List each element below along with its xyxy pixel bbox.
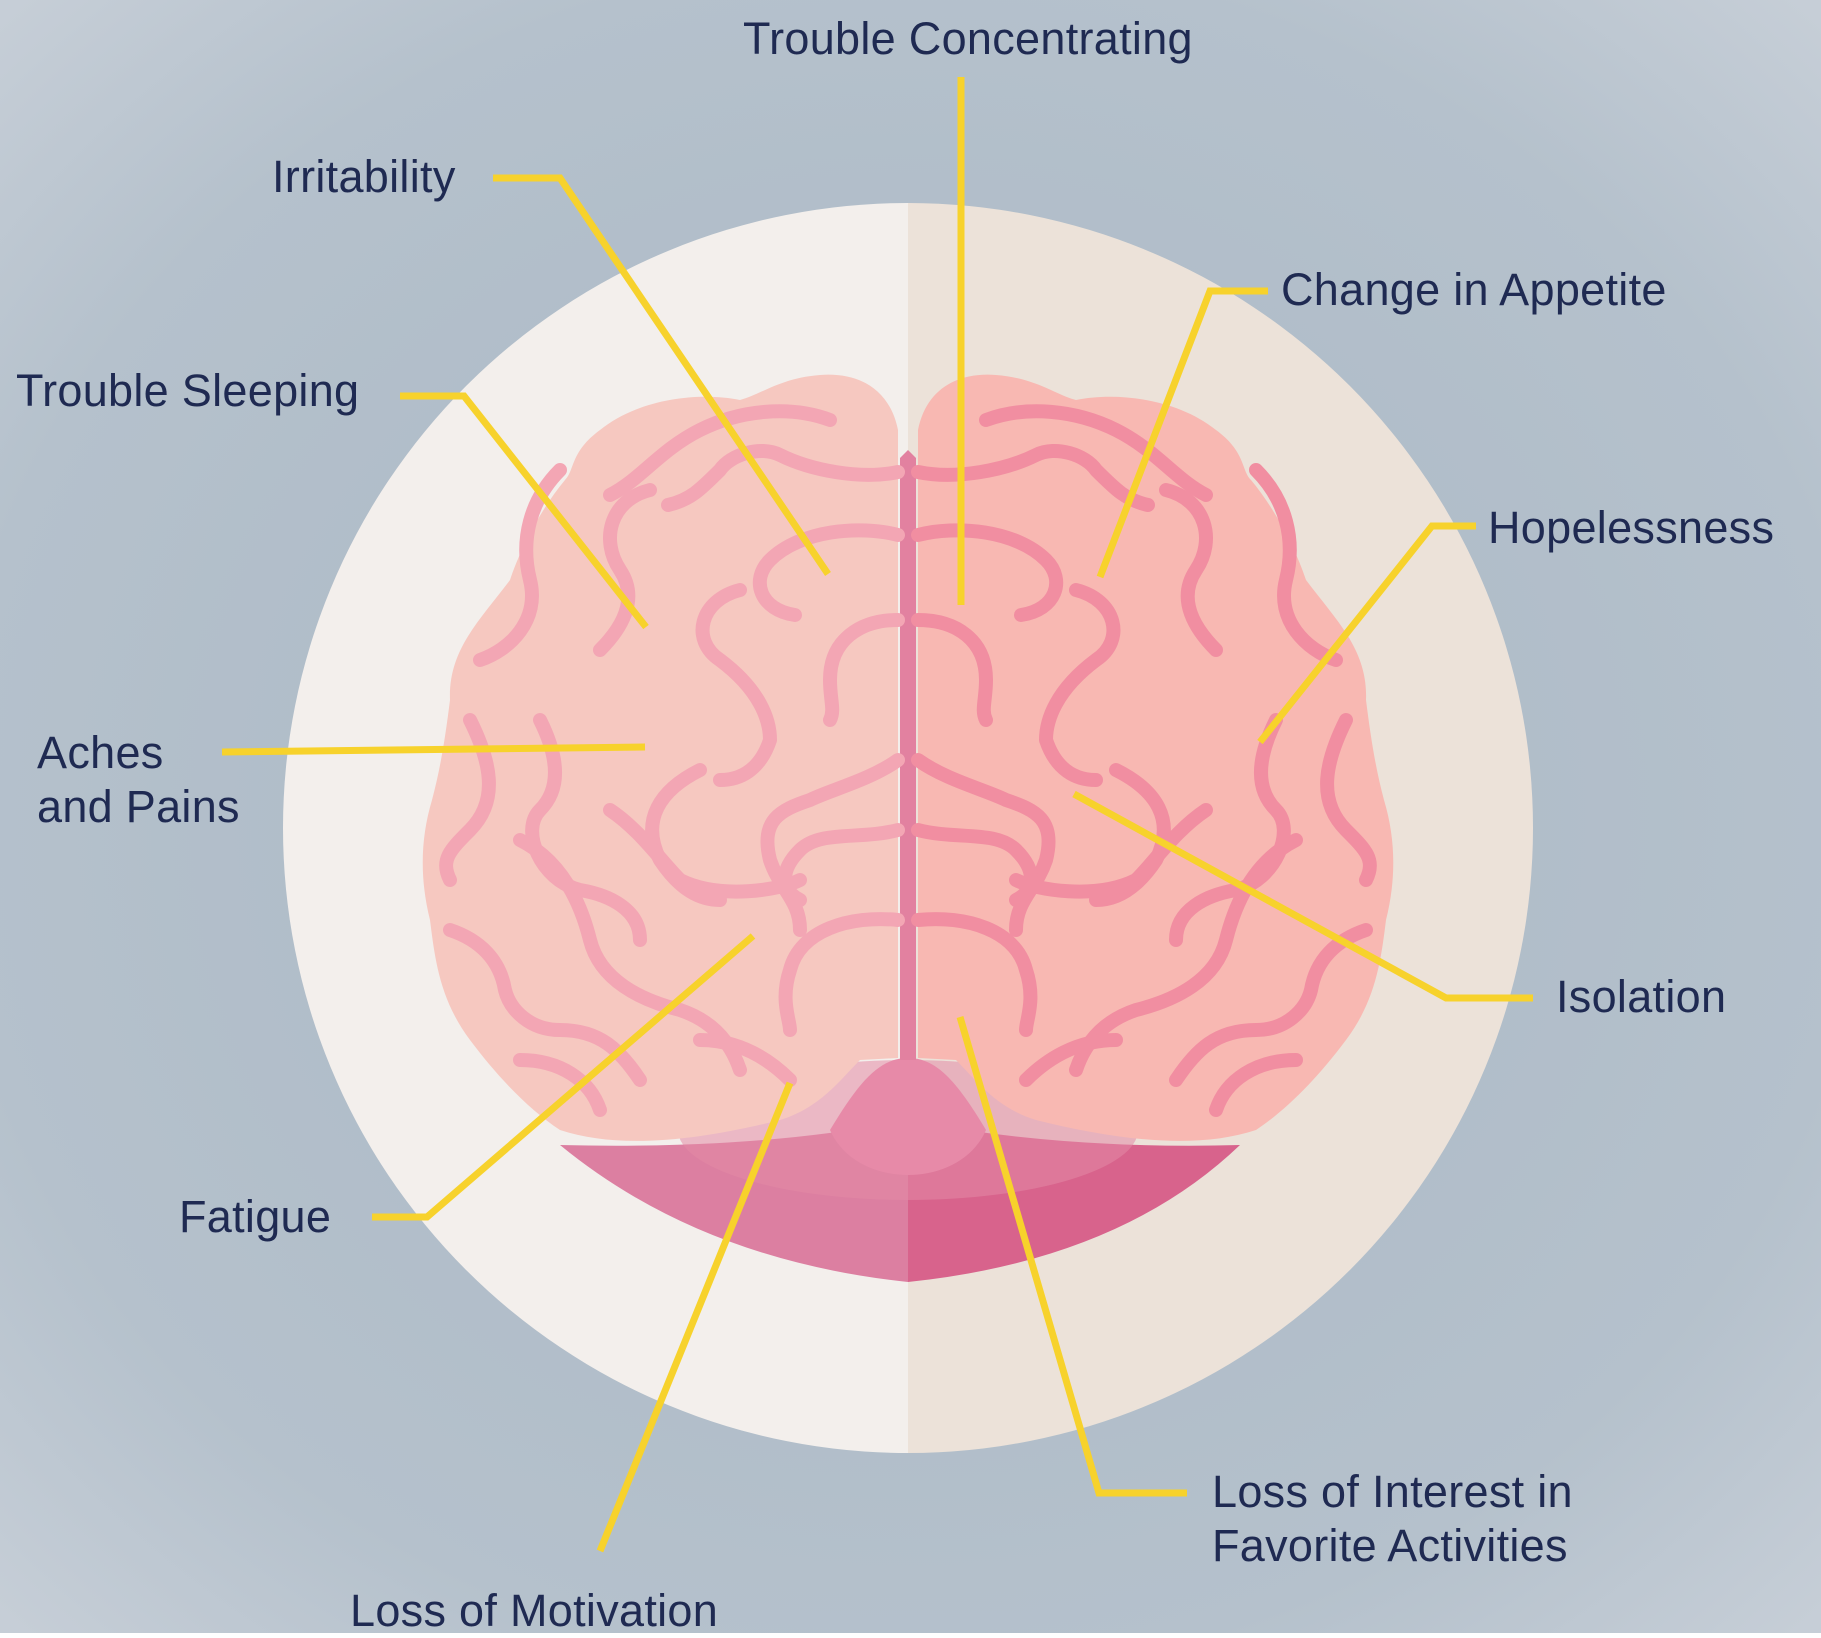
label-loss-of-interest-line-2: Favorite Activities [1212,1519,1568,1573]
label-change-in-appetite: Change in Appetite [1281,263,1667,317]
label-aches-line-2: and Pains [37,780,240,834]
label-trouble-sleeping: Trouble Sleeping [16,364,359,418]
label-hopelessness: Hopelessness [1488,501,1774,555]
label-loss-of-motivation: Loss of Motivation [350,1584,718,1638]
label-aches-line-1: Aches [37,726,164,780]
label-isolation: Isolation [1556,970,1726,1024]
leader-aches-and-pains [222,747,645,752]
label-fatigue: Fatigue [179,1190,331,1244]
label-loss-of-interest-line-1: Loss of Interest in [1212,1465,1573,1519]
label-irritability: Irritability [272,150,456,204]
label-trouble-concentrating: Trouble Concentrating [743,12,1193,66]
